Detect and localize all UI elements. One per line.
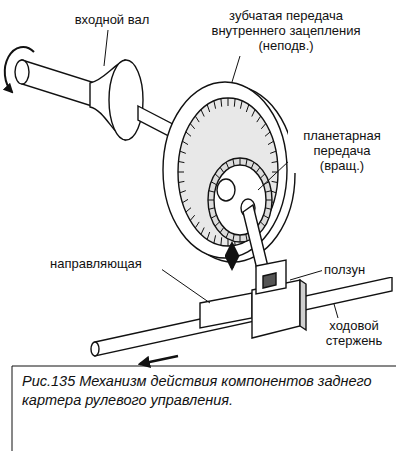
- rod-end: [91, 342, 99, 356]
- planet-gear-rim: [208, 158, 272, 242]
- gear-tooth: [272, 162, 278, 163]
- gear-tooth: [260, 174, 265, 178]
- slider-hole: [263, 273, 276, 288]
- gear-tooth: [209, 208, 215, 210]
- gear-tooth: [179, 162, 185, 163]
- planet-hub: [217, 179, 235, 201]
- gear-tooth: [233, 234, 234, 241]
- gear-tooth: [246, 105, 249, 112]
- rotation-arrow: [5, 47, 34, 92]
- gear-tooth: [195, 222, 199, 228]
- gear-tooth: [207, 105, 210, 112]
- leader-line: [232, 56, 240, 82]
- gear-tooth: [208, 200, 214, 201]
- leader-line: [258, 160, 290, 190]
- gear-tooth: [261, 124, 266, 129]
- gear-tooth: [180, 151, 186, 153]
- gear-tooth: [209, 191, 215, 193]
- gear-tooth: [214, 101, 216, 109]
- gear-tooth: [272, 181, 278, 182]
- gear-tooth: [190, 124, 195, 129]
- ring-gear-inner: [178, 98, 278, 246]
- gear-tooth: [220, 227, 224, 232]
- gear-tooth: [201, 110, 204, 117]
- gear-tooth: [263, 215, 268, 218]
- gear-tooth: [186, 208, 191, 212]
- gear-tooth: [226, 232, 229, 238]
- gear-tooth: [215, 174, 220, 178]
- motion-arrow: [140, 356, 178, 364]
- gear-tooth: [252, 110, 255, 117]
- slider-side: [300, 280, 306, 330]
- ring-gear: [163, 82, 287, 258]
- double-arrow: [231, 244, 234, 268]
- gear-tooth: [270, 151, 276, 153]
- part-label: направляющая: [48, 256, 162, 271]
- gear-tooth: [211, 215, 216, 218]
- caption-frame: [12, 366, 396, 367]
- guide: [200, 293, 252, 328]
- gear-tooth: [268, 141, 274, 144]
- input-bell-face: [109, 60, 143, 140]
- gear-tooth: [190, 215, 195, 220]
- slider-tab: [256, 260, 286, 294]
- gear-tooth: [207, 232, 210, 239]
- gear-tooth: [220, 237, 222, 245]
- gear-tooth: [215, 222, 220, 226]
- gear-tooth: [220, 167, 224, 172]
- gear-tooth: [183, 141, 189, 144]
- shaft-end: [15, 60, 29, 84]
- gear-tooth: [228, 98, 229, 106]
- leader-line: [104, 30, 108, 66]
- leader-line: [290, 270, 324, 280]
- gear-tooth: [178, 172, 184, 173]
- gear-tooth: [183, 199, 189, 202]
- gear-tooth: [201, 228, 204, 235]
- gear-tooth: [220, 99, 222, 107]
- part-label: ходовой стержень: [312, 318, 396, 348]
- gear-tooth: [251, 162, 254, 168]
- gear-tooth: [180, 191, 186, 193]
- gear-tooth: [240, 158, 241, 165]
- gear-tooth: [260, 222, 265, 226]
- gear-tooth: [179, 181, 185, 182]
- part-label: зубчатая передача внутреннего зацепления…: [192, 8, 380, 53]
- part-label: ползун: [322, 262, 396, 277]
- input-shaft: [22, 60, 95, 107]
- gear-tooth: [266, 200, 272, 201]
- gear-tooth: [186, 132, 191, 136]
- gear-tooth: [240, 235, 241, 242]
- gear-tooth: [226, 162, 229, 168]
- gear-tooth: [234, 99, 236, 107]
- gear-tooth: [233, 159, 234, 166]
- gear-tooth: [211, 182, 216, 185]
- gear-tooth: [265, 132, 270, 136]
- figure-caption: Рис.135 Механизм действия компонентов за…: [22, 372, 384, 410]
- gear-tooth: [265, 208, 271, 210]
- gear-tooth: [240, 101, 242, 109]
- gear-tooth: [257, 116, 261, 122]
- leader-line: [334, 304, 338, 318]
- caption-frame: [12, 366, 13, 451]
- gear-tooth: [265, 191, 271, 193]
- gear-tooth: [246, 159, 247, 166]
- part-label: входной вал: [62, 12, 162, 27]
- leader-line: [154, 264, 210, 303]
- gear-tooth: [214, 235, 216, 243]
- gear-tooth: [246, 234, 247, 241]
- part-label: планетарная передача (вращ.): [288, 128, 396, 173]
- gear-tooth: [256, 167, 260, 172]
- gear-tooth: [195, 116, 199, 122]
